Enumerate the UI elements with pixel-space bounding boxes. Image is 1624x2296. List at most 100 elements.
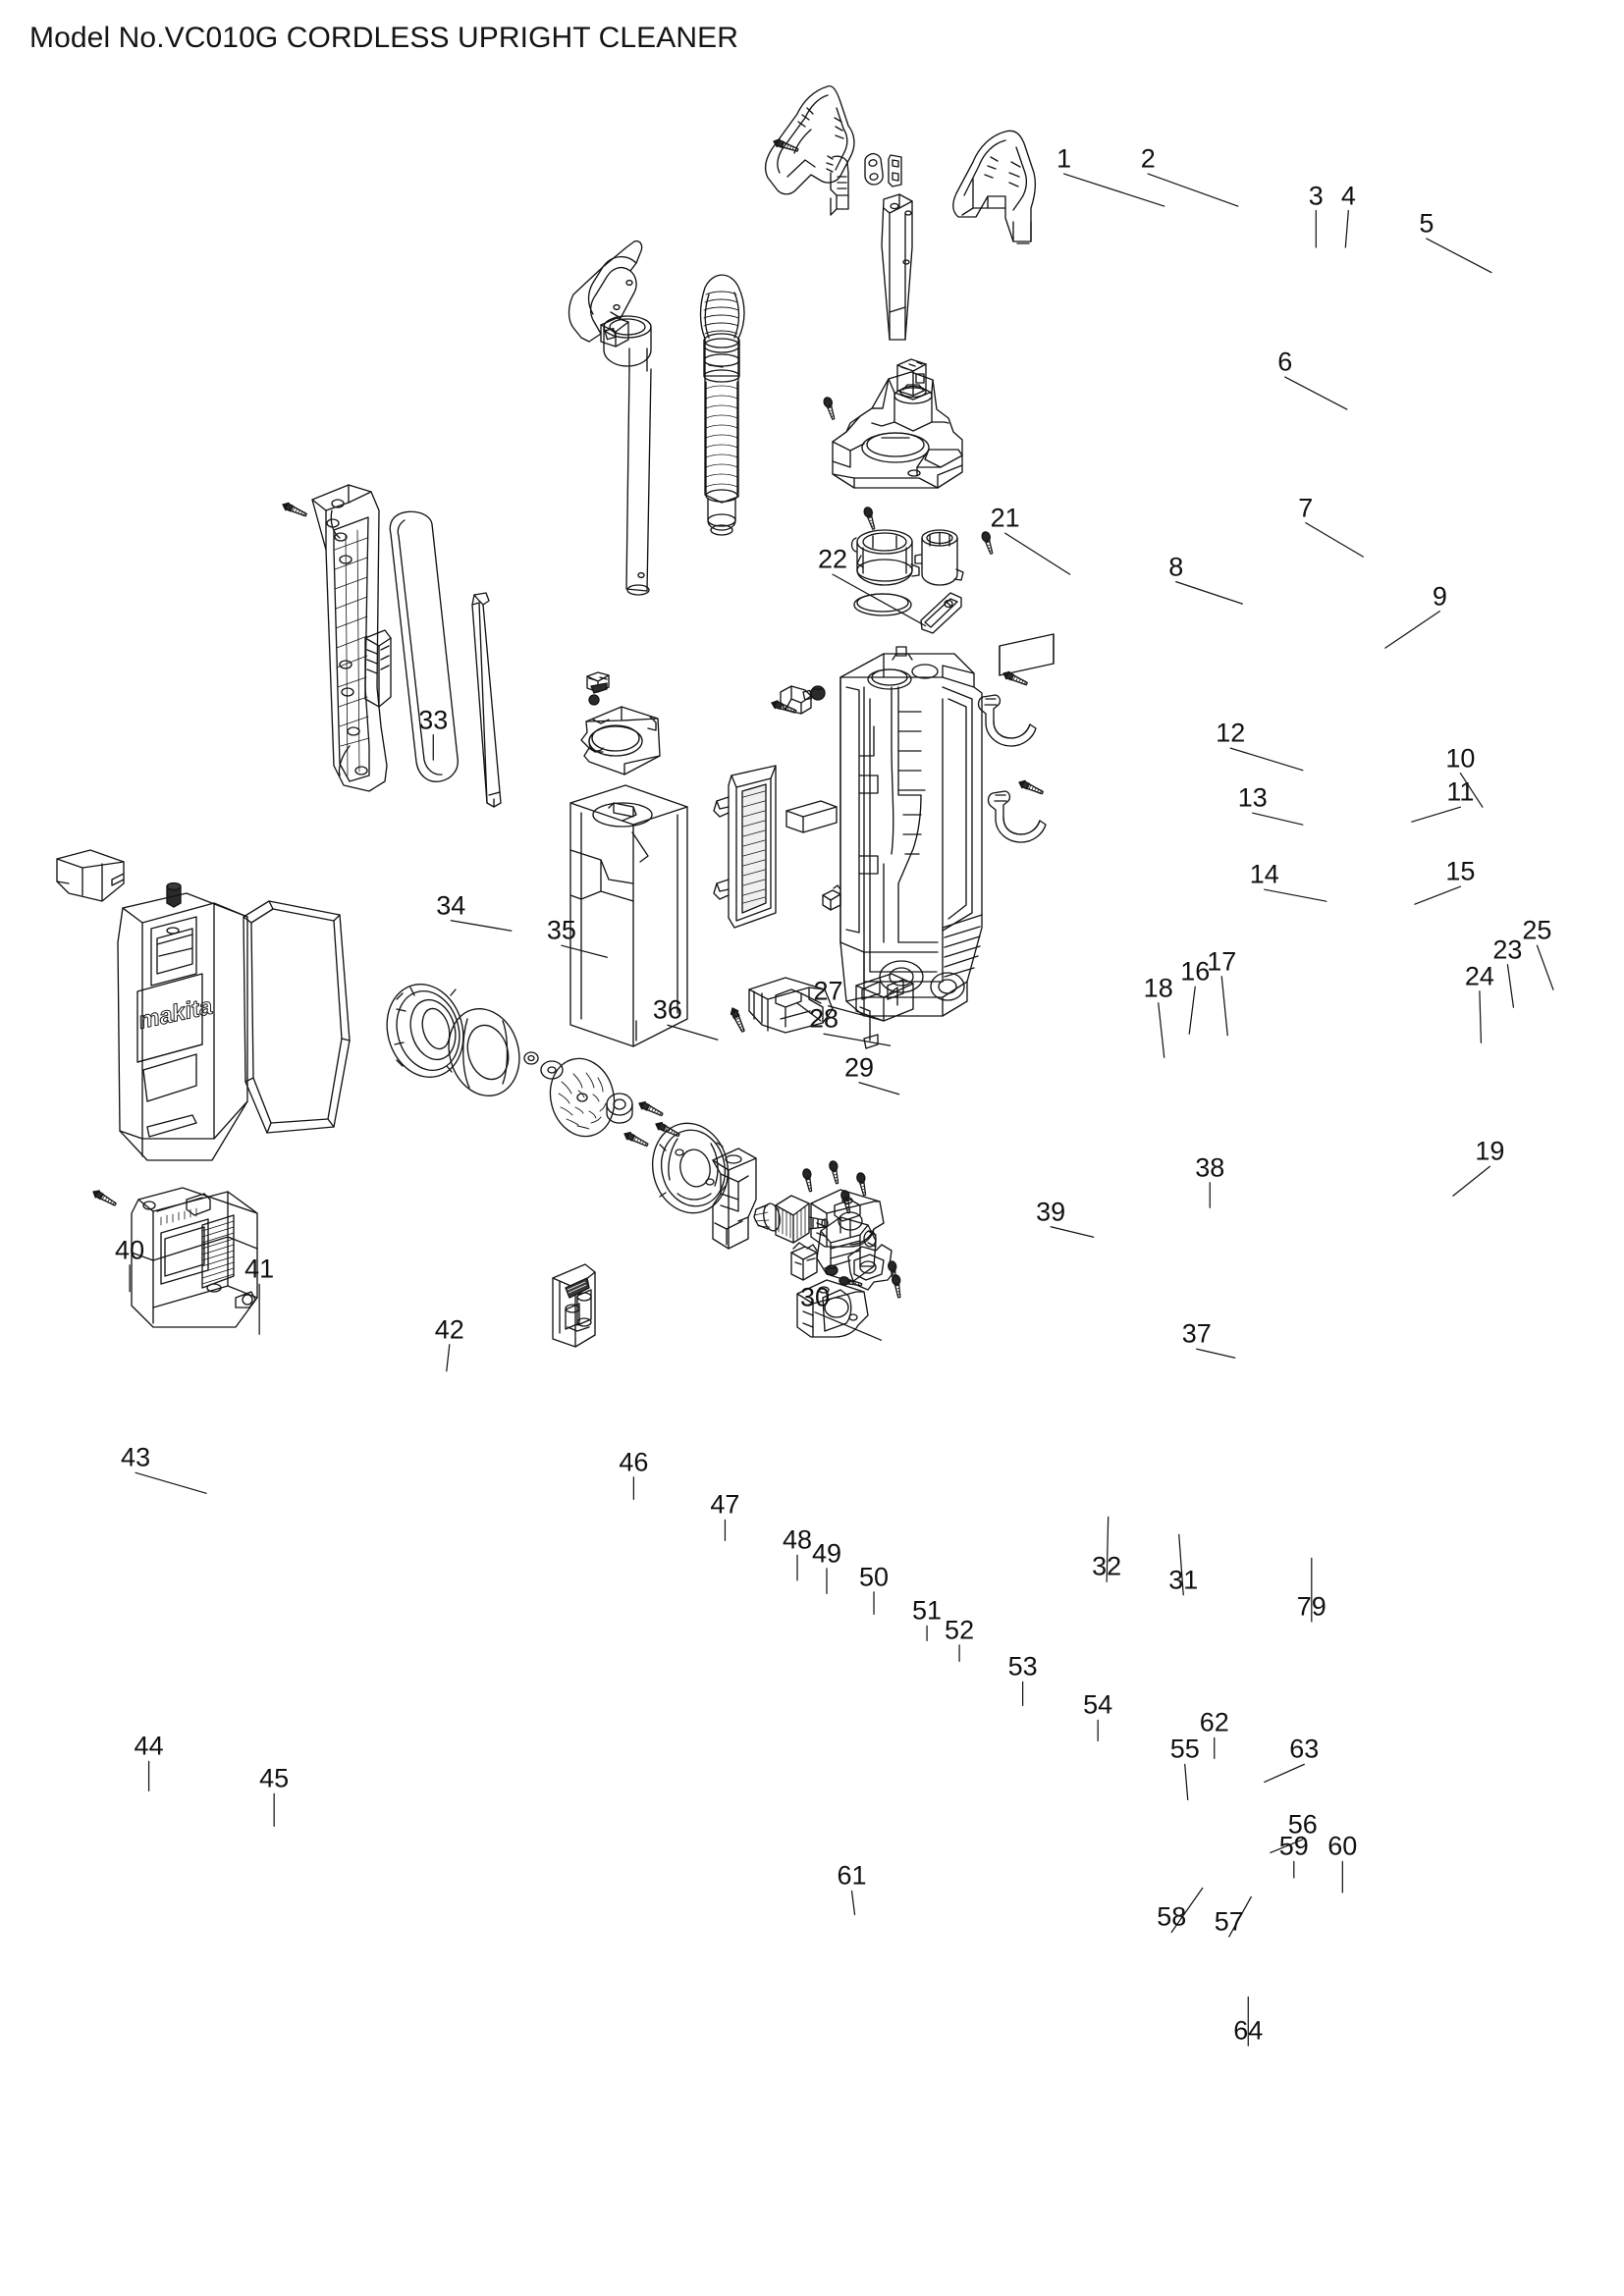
part-5-handle bbox=[952, 130, 1037, 244]
leader-line-58 bbox=[1170, 1887, 1204, 1934]
part-55-armature bbox=[753, 1195, 829, 1244]
leader-line-14 bbox=[1264, 888, 1327, 902]
callout-number-3: 3 bbox=[1308, 181, 1324, 211]
leader-line-21 bbox=[1003, 532, 1071, 575]
part-24-clamp bbox=[977, 694, 1037, 747]
leader-line-4 bbox=[1344, 209, 1349, 248]
callout-number-33: 33 bbox=[418, 705, 449, 735]
callout-number-9: 9 bbox=[1432, 581, 1447, 612]
leader-line-8 bbox=[1175, 580, 1243, 605]
callout-number-63: 63 bbox=[1289, 1734, 1320, 1764]
callout-number-40: 40 bbox=[115, 1235, 145, 1265]
part-28-grommet bbox=[588, 694, 600, 706]
callout-number-8: 8 bbox=[1168, 552, 1184, 582]
callout-number-15: 15 bbox=[1445, 856, 1476, 886]
part-40-end-cap bbox=[56, 849, 125, 902]
leader-line-27 bbox=[827, 1005, 884, 1022]
leader-line-61 bbox=[850, 1890, 856, 1916]
part-58-brush-holder bbox=[790, 1242, 818, 1281]
part-17-grommet bbox=[810, 685, 826, 701]
part-4-plate bbox=[888, 154, 902, 187]
callout-number-21: 21 bbox=[990, 503, 1020, 533]
leader-line-23 bbox=[1506, 964, 1515, 1008]
part-61-cord-board bbox=[552, 1263, 596, 1348]
part-37-connector bbox=[822, 884, 841, 911]
callout-number-7: 7 bbox=[1298, 493, 1314, 523]
callout-number-6: 6 bbox=[1277, 347, 1293, 377]
callout-number-61: 61 bbox=[837, 1860, 867, 1891]
callout-number-5: 5 bbox=[1419, 208, 1435, 239]
part-33-screw bbox=[280, 500, 309, 519]
leader-line-30 bbox=[814, 1311, 883, 1341]
part-43-front-cover: makita bbox=[117, 892, 248, 1161]
callout-number-47: 47 bbox=[710, 1489, 740, 1520]
page-title: Model No.VC010G CORDLESS UPRIGHT CLEANER bbox=[29, 22, 739, 54]
leader-line-31 bbox=[1178, 1533, 1184, 1596]
part-38-filter-block bbox=[785, 800, 838, 833]
part-15-cover-plate bbox=[920, 592, 962, 634]
callout-number-59: 59 bbox=[1278, 1831, 1309, 1861]
callout-number-62: 62 bbox=[1199, 1707, 1229, 1737]
part-45-base bbox=[131, 1187, 258, 1328]
callout-number-13: 13 bbox=[1237, 782, 1268, 813]
part-47-fan-shroud bbox=[448, 1008, 520, 1096]
part-9-neck-housing bbox=[832, 371, 963, 489]
callout-number-37: 37 bbox=[1181, 1318, 1212, 1349]
callout-number-18: 18 bbox=[1143, 973, 1173, 1003]
part-63-motor-housing-top bbox=[810, 1189, 885, 1248]
part-44-screw bbox=[90, 1187, 119, 1209]
callout-number-34: 34 bbox=[436, 890, 466, 921]
callout-number-79: 79 bbox=[1296, 1591, 1326, 1622]
callout-number-64: 64 bbox=[1233, 2015, 1264, 2046]
part-25-label bbox=[999, 633, 1055, 676]
part-6-tube bbox=[881, 193, 913, 341]
leader-line-7 bbox=[1305, 521, 1364, 558]
part-39-filter-case bbox=[713, 765, 777, 929]
part-13-collar bbox=[850, 529, 920, 586]
callout-number-11: 11 bbox=[1446, 776, 1475, 807]
callout-number-53: 53 bbox=[1007, 1651, 1038, 1682]
callout-number-16: 16 bbox=[1180, 956, 1211, 987]
callout-number-24: 24 bbox=[1464, 961, 1494, 991]
callout-number-46: 46 bbox=[619, 1447, 649, 1477]
part-10-screw bbox=[980, 530, 997, 556]
leader-line-16 bbox=[1188, 986, 1196, 1035]
part-3-clip bbox=[864, 152, 884, 186]
leader-line-37 bbox=[1196, 1348, 1236, 1359]
part-31-latch-bracket bbox=[748, 977, 834, 1034]
part-29-bracket bbox=[580, 706, 661, 775]
leader-line-35 bbox=[561, 944, 608, 958]
callout-number-38: 38 bbox=[1195, 1152, 1225, 1183]
callout-number-4: 4 bbox=[1340, 181, 1356, 211]
leader-line-17 bbox=[1220, 976, 1228, 1037]
part-49-washer bbox=[540, 1060, 564, 1080]
leader-line-36 bbox=[667, 1024, 719, 1041]
callout-number-23: 23 bbox=[1492, 934, 1523, 965]
callout-number-43: 43 bbox=[121, 1442, 151, 1472]
leader-line-43 bbox=[135, 1471, 207, 1494]
part-main-body-housing bbox=[839, 646, 983, 1017]
leader-line-10 bbox=[1459, 773, 1484, 808]
part-36-tie-strap bbox=[471, 592, 502, 808]
part-30-dust-bin bbox=[569, 784, 688, 1047]
callout-number-58: 58 bbox=[1157, 1901, 1187, 1932]
callout-number-35: 35 bbox=[546, 915, 576, 945]
callout-number-42: 42 bbox=[434, 1314, 464, 1345]
callout-number-52: 52 bbox=[945, 1615, 975, 1645]
leader-line-42 bbox=[446, 1344, 451, 1372]
callout-number-1: 1 bbox=[1056, 143, 1072, 174]
part-12-screw bbox=[862, 506, 879, 531]
leader-line-34 bbox=[450, 920, 513, 932]
callout-number-30: 30 bbox=[799, 1282, 831, 1312]
callout-number-39: 39 bbox=[1036, 1197, 1066, 1227]
callout-number-14: 14 bbox=[1249, 859, 1279, 889]
leader-line-5 bbox=[1426, 238, 1492, 274]
part-48-nut bbox=[523, 1051, 539, 1065]
leader-line-1 bbox=[1063, 173, 1165, 207]
callout-number-27: 27 bbox=[813, 976, 843, 1006]
leader-line-2 bbox=[1147, 173, 1239, 207]
callout-number-54: 54 bbox=[1083, 1689, 1113, 1720]
leader-line-11 bbox=[1411, 806, 1462, 823]
